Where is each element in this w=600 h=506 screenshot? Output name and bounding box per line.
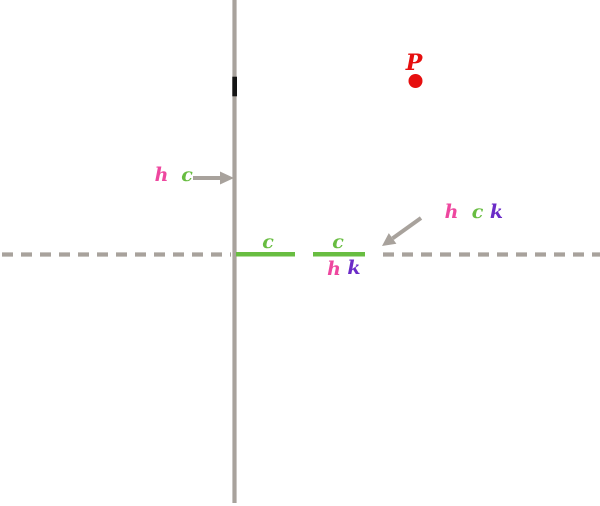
segment-right-label-c: c [332,231,344,253]
right-callout-label-k: k [490,201,503,223]
segment-left-label-c: c [262,231,274,253]
left-callout-label-h: h [155,164,169,186]
left-callout-label-c: c [181,164,193,186]
center-label-k: k [347,257,360,279]
y-axis-tick-mark [232,76,237,97]
right-callout-arrow-head [382,233,397,246]
center-label-h: h [327,258,341,280]
right-callout-arrow-shaft [391,216,423,241]
right-callout-label-c: c [472,201,484,223]
point-p-dot [408,74,423,88]
left-callout-arrow-head [220,171,234,185]
right-callout-label-h: h [445,201,459,223]
point-p-label: P [405,50,424,76]
